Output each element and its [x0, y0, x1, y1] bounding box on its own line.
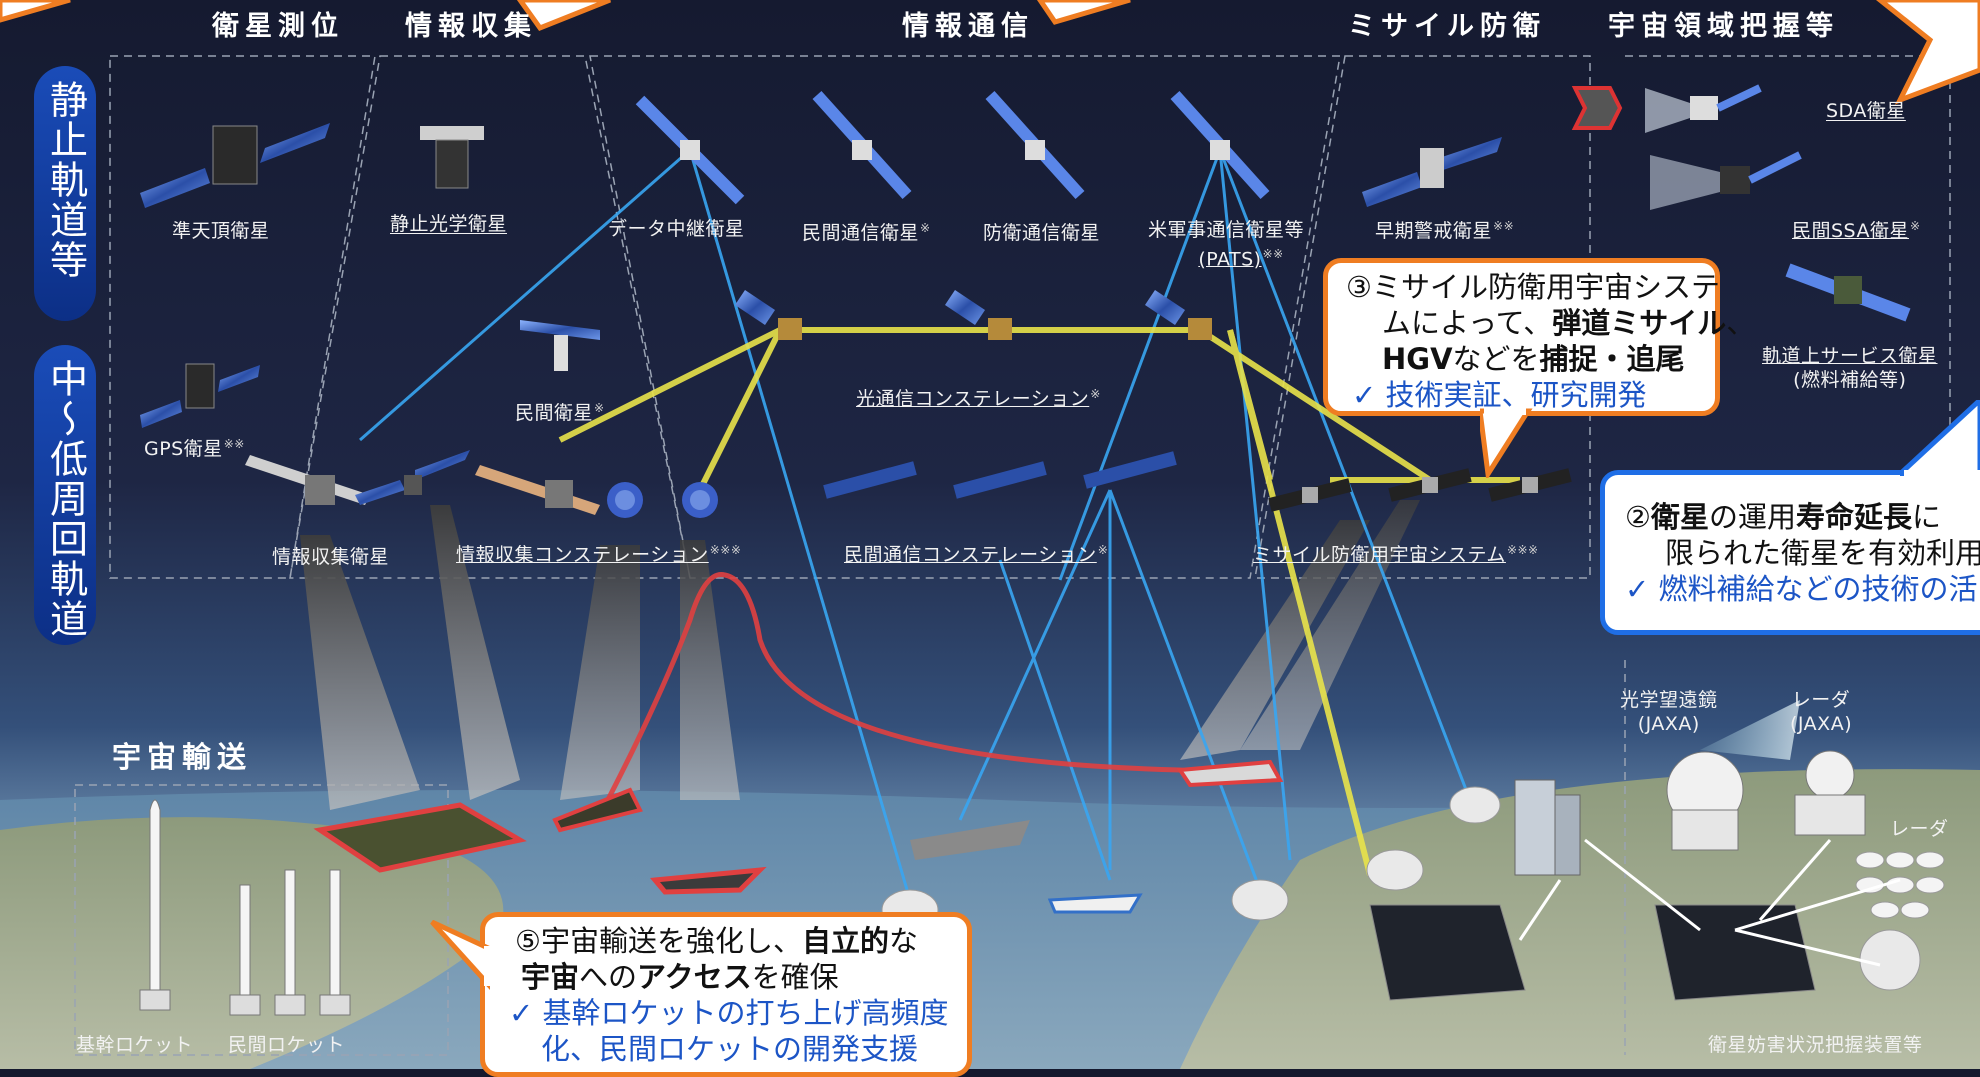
callout-life-extension: ②衛星の運用寿命延長に 限られた衛星を有効利用 ✓ 燃料補給などの技術の活: [1600, 470, 1980, 635]
c5-l2b: への: [579, 960, 638, 994]
c2-l1a: ②: [1625, 500, 1651, 534]
label-civil-comm-mark: ※: [920, 220, 931, 235]
callout-space-transport: ⑤宇宙輸送を強化し、自立的な 宇宙へのアクセスを確保 ✓ 基幹ロケットの打ち上げ…: [480, 912, 972, 1077]
callout-space-transport-check1: ✓ 基幹ロケットの打ち上げ高頻度: [509, 996, 949, 1030]
callout-missile-defense-line2: ムによって、弾道ミサイル、: [1352, 305, 1755, 341]
label-civil-comm-text: 民間通信衛星: [802, 222, 920, 244]
label-qzss: 準天頂衛星: [172, 220, 270, 242]
label-radar-jaxa-line2: (JAXA): [1790, 713, 1853, 735]
callout-missile-defense-line3: HGVなどを捕捉・追尾: [1352, 341, 1715, 377]
label-us-milcom: 米軍事通信衛星等 (PATS)※※: [1148, 218, 1304, 271]
label-us-milcom-mark: ※※: [1262, 247, 1284, 261]
label-optical-comm-text: 光通信コンステレーション: [856, 388, 1090, 410]
label-radar-jaxa-line1: レーダ: [1791, 689, 1851, 711]
label-space-transport: 宇宙輸送: [112, 740, 253, 774]
label-civil-ssa-text: 民間SSA衛星: [1792, 220, 1909, 242]
callout-missile-defense-line1: ③ミサイル防衛用宇宙システ: [1346, 270, 1720, 304]
label-sda: SDA衛星: [1826, 100, 1906, 122]
label-civil-comm-const: 民間通信コンステレーション※: [844, 540, 1108, 567]
c3-l2a: ムによって、: [1382, 306, 1553, 340]
c2-l1c: の運用: [1709, 500, 1797, 534]
label-gps: GPS衛星※※: [144, 434, 245, 461]
label-intel-const-mark: ※※※: [709, 542, 742, 557]
label-optical-comm-mark: ※: [1090, 386, 1101, 401]
label-us-milcom-line1: 米軍事通信衛星等: [1148, 219, 1305, 241]
label-civil-rocket: 民間ロケット: [228, 1034, 346, 1056]
label-gps-mark: ※※: [223, 436, 245, 451]
orbit-leo-text: 中～低周回軌道: [43, 359, 88, 639]
callout-life-extension-pointer: [1900, 400, 1980, 476]
callout-life-extension-line1: ②衛星の運用寿命延長に: [1625, 499, 1980, 535]
label-civil-comm: 民間通信衛星※: [802, 218, 931, 245]
label-civil-comm-const-text: 民間通信コンステレーション: [844, 544, 1097, 566]
label-gps-text: GPS衛星: [144, 438, 223, 460]
label-civil-sat-mark: ※: [594, 400, 605, 415]
orbit-geo-text: 静止軌道等: [43, 80, 88, 280]
label-md-system: ミサイル防衛用宇宙システム※※※: [1253, 540, 1539, 567]
label-h-rocket: 基幹ロケット: [76, 1034, 194, 1056]
label-us-milcom-line2: (PATS): [1198, 248, 1262, 271]
c5-l1a: ⑤宇宙輸送を強化し、: [515, 924, 802, 958]
label-intel-const: 情報収集コンステレーション※※※: [456, 540, 741, 567]
label-optical-comm: 光通信コンステレーション※: [856, 384, 1101, 411]
callout-life-extension-line2: 限られた衛星を有効利用: [1665, 536, 1980, 570]
callout-missile-defense-check: ✓ 技術実証、研究開発: [1352, 378, 1647, 412]
category-communication: 情報通信: [902, 11, 1034, 42]
c2-l1d: 寿命延長: [1796, 500, 1913, 534]
label-md-system-text: ミサイル防衛用宇宙システム: [1253, 544, 1506, 566]
category-missile-defense: ミサイル防衛: [1348, 11, 1546, 42]
label-onorbit-service-line2: (燃料補給等): [1793, 369, 1907, 391]
label-md-system-mark: ※※※: [1506, 542, 1539, 557]
c5-l1b: 自立的: [802, 924, 890, 958]
label-optical-telescope-line2: (JAXA): [1637, 713, 1700, 735]
c5-l2c: アクセス: [637, 960, 752, 994]
label-civil-sat: 民間衛星※: [515, 398, 605, 425]
c5-l2a: 宇宙: [521, 960, 580, 994]
label-civil-ssa-mark: ※: [1909, 218, 1921, 233]
label-early-warning: 早期警戒衛星※※: [1375, 216, 1514, 243]
c3-l3a: HGV: [1382, 342, 1453, 376]
label-early-warning-mark: ※※: [1493, 218, 1515, 233]
label-data-relay: データ中継衛星: [608, 218, 745, 240]
c3-l2b: 弾道ミサイル: [1552, 306, 1727, 340]
callout-space-transport-line2: 宇宙へのアクセスを確保: [515, 959, 967, 995]
label-onorbit-service: 軌道上サービス衛星 (燃料補給等): [1762, 344, 1938, 392]
c3-l3c: 捕捉・追尾: [1539, 342, 1685, 376]
label-civil-sat-text: 民間衛星: [515, 402, 594, 424]
label-radar-jaxa: レーダ (JAXA): [1790, 688, 1852, 736]
label-defense-comm: 防衛通信衛星: [983, 222, 1101, 244]
label-intel-sat: 情報収集衛星: [272, 546, 390, 568]
category-intelligence: 情報収集: [405, 11, 537, 42]
category-space-domain: 宇宙領域把握等: [1608, 11, 1839, 42]
c3-l3b: などを: [1452, 342, 1540, 376]
label-geo-optical: 静止光学衛星: [390, 213, 508, 235]
callout-missile-defense-pointer: [1480, 408, 1533, 478]
c3-l2c: 、: [1726, 306, 1756, 340]
c2-l1e: に: [1912, 500, 1942, 534]
label-intel-const-text: 情報収集コンステレーション: [456, 544, 709, 566]
category-positioning: 衛星測位: [212, 11, 344, 42]
callout-life-extension-check: ✓ 燃料補給などの技術の活: [1625, 572, 1978, 606]
label-optical-telescope-line1: 光学望遠鏡: [1620, 689, 1718, 711]
c5-l1c: な: [889, 924, 919, 958]
label-civil-ssa: 民間SSA衛星※: [1792, 216, 1921, 243]
label-onorbit-service-line1: 軌道上サービス衛星: [1762, 345, 1938, 367]
orbit-geo-label: 静止軌道等: [34, 66, 96, 321]
callout-space-transport-check2: 化、民間ロケットの開発支援: [541, 1032, 919, 1066]
label-civil-comm-const-mark: ※: [1097, 542, 1109, 557]
label-early-warning-text: 早期警戒衛星: [1375, 220, 1493, 242]
callout-space-transport-pointer: [430, 920, 490, 990]
label-optical-telescope: 光学望遠鏡 (JAXA): [1620, 688, 1718, 736]
callout-space-transport-line1: ⑤宇宙輸送を強化し、自立的な: [515, 923, 967, 959]
c5-l2d: を確保: [751, 960, 839, 994]
c2-l1b: 衛星: [1651, 500, 1710, 534]
orbit-leo-label: 中～低周回軌道: [34, 345, 96, 645]
callout-missile-defense: ③ミサイル防衛用宇宙システ ムによって、弾道ミサイル、 HGVなどを捕捉・追尾 …: [1323, 258, 1755, 416]
label-radar-partial: レーダ: [1890, 818, 1949, 840]
label-interference: 衛星妨害状況把握装置等: [1708, 1034, 1923, 1056]
